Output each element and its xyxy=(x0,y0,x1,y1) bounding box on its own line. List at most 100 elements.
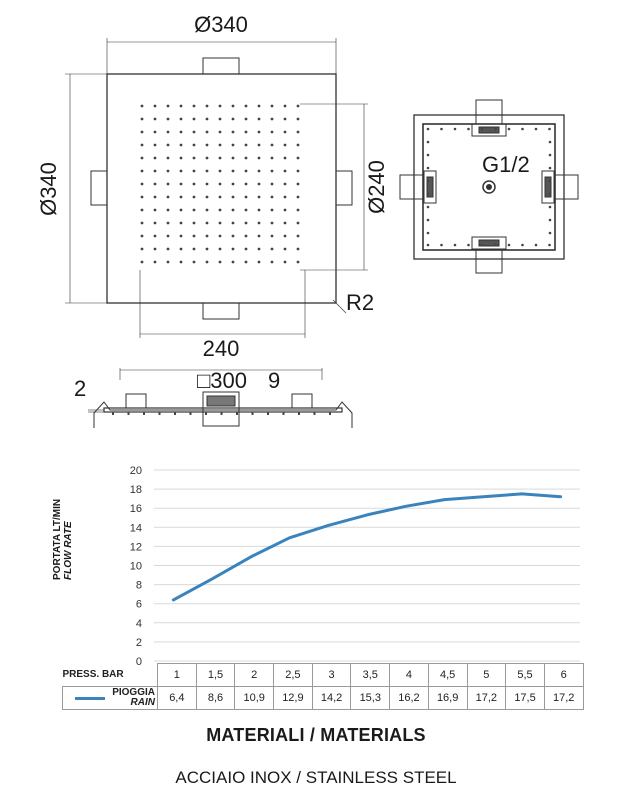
nozzle-dot xyxy=(270,143,274,147)
nozzle-dot xyxy=(179,117,183,121)
y-tick-label: 16 xyxy=(130,503,142,515)
nozzle-dot xyxy=(218,117,222,121)
nozzle-dot xyxy=(205,195,209,199)
flow-cell: 6,4 xyxy=(157,686,197,710)
nozzle-dot xyxy=(192,156,196,160)
nozzle-dot xyxy=(140,234,144,238)
side-nozzle xyxy=(251,412,254,415)
nozzle-dot xyxy=(283,208,287,212)
pressure-cell: 2 xyxy=(234,663,275,687)
screw-dot xyxy=(467,127,470,131)
nozzle-dot xyxy=(257,208,261,212)
nozzle-dot xyxy=(231,117,235,121)
nozzle-dot xyxy=(153,247,157,251)
nozzle-dot xyxy=(231,156,235,160)
nozzle-dot xyxy=(153,117,157,121)
nozzle-dot xyxy=(140,221,144,225)
nozzle-dot xyxy=(179,260,183,264)
nozzle-dot xyxy=(166,195,170,199)
nozzle-dot xyxy=(192,169,196,173)
nozzle-dot xyxy=(192,130,196,134)
nozzle-dot xyxy=(166,143,170,147)
nozzle-dot xyxy=(205,234,209,238)
y-tick-label: 6 xyxy=(136,599,142,611)
nozzle-dot xyxy=(218,143,222,147)
tab-left xyxy=(90,170,108,206)
nozzle-dot xyxy=(244,143,248,147)
nozzle-dot xyxy=(283,117,287,121)
screw-dot xyxy=(548,127,551,131)
nozzle-dot xyxy=(283,143,287,147)
screw-dot xyxy=(440,243,443,247)
screw-dot xyxy=(548,218,552,222)
nozzle-dot xyxy=(166,260,170,264)
screw-dot xyxy=(426,153,430,157)
side-nozzle xyxy=(220,412,223,415)
nozzle-dot xyxy=(244,260,248,264)
nozzle-dot xyxy=(153,208,157,212)
nozzle-dot xyxy=(179,143,183,147)
nozzle-dot xyxy=(270,234,274,238)
nozzle-dot xyxy=(244,182,248,186)
nozzle-dot xyxy=(205,169,209,173)
back-view-outline xyxy=(413,114,565,260)
y-tick-label: 4 xyxy=(136,618,142,630)
nozzle-dot xyxy=(231,143,235,147)
nozzle-dot xyxy=(218,130,222,134)
flow-cell: 14,2 xyxy=(311,686,352,710)
pressure-cell: 5 xyxy=(466,663,507,687)
nozzle-dot xyxy=(192,195,196,199)
screw-dot xyxy=(426,127,430,131)
nozzle-dot xyxy=(257,104,261,108)
screw-dot xyxy=(440,127,443,131)
side-dim-center-label: □300 xyxy=(197,368,247,393)
screw-dot xyxy=(548,205,552,209)
nozzle-dot xyxy=(257,247,261,251)
y-tick-label: 0 xyxy=(136,656,142,668)
screw-dots xyxy=(426,127,552,247)
y-tick-label: 2 xyxy=(136,637,142,649)
materials-title: MATERIALI / MATERIALS xyxy=(206,725,426,745)
nozzle-dot xyxy=(296,156,300,160)
nozzle-dot xyxy=(140,182,144,186)
nozzle-dot xyxy=(296,247,300,251)
nozzle-dot xyxy=(283,260,287,264)
nozzle-dot xyxy=(296,221,300,225)
nozzle-dot xyxy=(153,156,157,160)
screw-dot xyxy=(521,243,524,247)
side-nozzle xyxy=(143,412,145,415)
nozzle-dot xyxy=(179,221,183,225)
nozzle-dot xyxy=(283,234,287,238)
side-dim-right-label: 9 xyxy=(268,368,280,393)
nozzle-dot xyxy=(192,104,196,108)
nozzle-dot xyxy=(244,195,248,199)
nozzle-dot xyxy=(244,169,248,173)
nozzle-dot xyxy=(296,260,300,264)
nozzle-dot xyxy=(166,104,170,108)
nozzle-dot xyxy=(179,195,183,199)
nozzle-dot xyxy=(192,221,196,225)
y-tick-label: 10 xyxy=(130,561,142,573)
nozzle-dot xyxy=(205,156,209,160)
nozzle-dot xyxy=(270,117,274,121)
nozzle-dot xyxy=(270,182,274,186)
nozzle-dot xyxy=(205,130,209,134)
nozzle-dot xyxy=(283,156,287,160)
nozzle-dot xyxy=(257,143,261,147)
screw-dot xyxy=(534,127,538,131)
flow-cell: 17,2 xyxy=(466,686,507,710)
nozzle-dot xyxy=(244,234,248,238)
series-line-pioggia xyxy=(171,492,563,602)
nozzle-dot xyxy=(218,260,222,264)
nozzle-dot xyxy=(140,208,144,212)
y-tick-label: 12 xyxy=(130,541,142,553)
nozzle-dot xyxy=(283,221,287,225)
pressure-cell: 2,5 xyxy=(273,663,313,687)
series-legend-swatch xyxy=(75,696,106,700)
bracket-right xyxy=(541,170,579,204)
screw-dot xyxy=(426,140,430,144)
bracket-left xyxy=(399,170,437,204)
nozzle-dot xyxy=(257,130,261,134)
nozzle-dot xyxy=(218,247,222,251)
